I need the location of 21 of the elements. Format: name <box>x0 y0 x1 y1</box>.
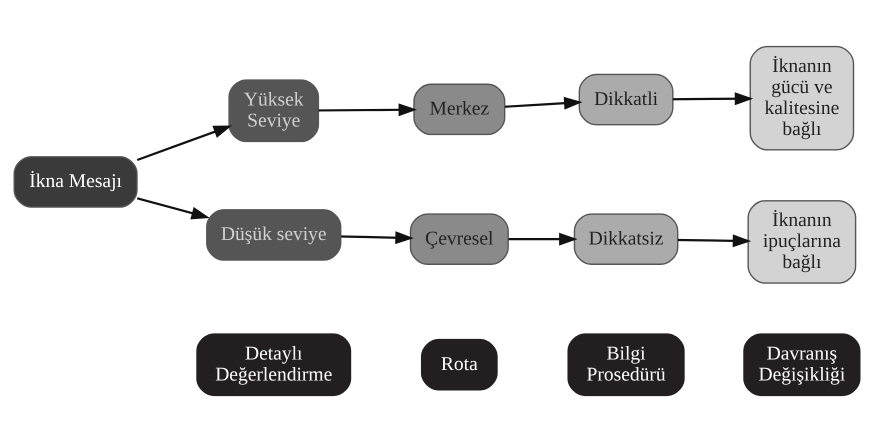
node-box: Merkez <box>413 84 506 136</box>
arrow <box>318 103 418 116</box>
arrow <box>136 197 210 220</box>
node-box: Rota <box>420 338 498 391</box>
arrow <box>672 92 754 106</box>
node-box: İknanın gücü ve kalitesine bağlı <box>750 46 854 151</box>
node-box: Dikkatsiz <box>574 213 678 265</box>
node-box: İkna Mesajı <box>14 156 138 208</box>
node-box: Davranış Değişikliği <box>743 333 860 396</box>
node-box: Düşük seviye <box>206 209 342 261</box>
node-box: Yüksek Seviye <box>228 79 320 142</box>
arrow <box>136 125 232 162</box>
arrow <box>341 231 414 244</box>
node-box: Bilgi Prosedürü <box>567 333 685 396</box>
arrow <box>678 234 752 248</box>
arrow <box>505 96 583 110</box>
node-box: İknanın ipuçlarına bağlı <box>747 200 856 284</box>
node-box: Dikkatli <box>578 74 674 126</box>
node-box: Çevresel <box>410 213 509 265</box>
arrow <box>508 232 578 246</box>
node-box: Detaylı Değerlendirme <box>196 333 352 396</box>
